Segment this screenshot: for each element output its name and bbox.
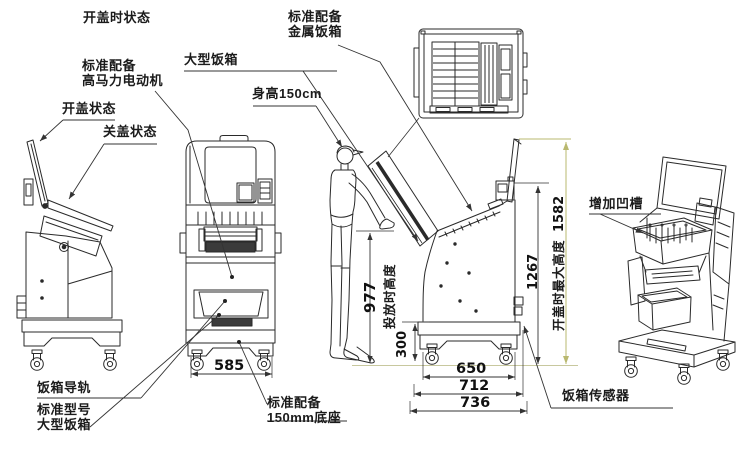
label-standard-model-box: 标准型号 大型饭箱 bbox=[37, 402, 91, 432]
dim-585: 585 bbox=[214, 358, 245, 374]
label-standard-base: 标准配备 150mm底座 bbox=[267, 395, 341, 425]
dim-1582: 1582 bbox=[552, 195, 567, 232]
label-standard-motor-line2: 高马力电动机 bbox=[82, 73, 164, 88]
leader-lines bbox=[39, 44, 644, 428]
label-large-rice-box: 大型饭箱 bbox=[184, 52, 239, 67]
label-standard-motor: 标准配备 高马力电动机 bbox=[82, 58, 163, 88]
dim-1582-label: 开盖时最大高度 bbox=[552, 239, 566, 331]
perspective-view bbox=[618, 156, 736, 385]
dim-1267: 1267 bbox=[526, 253, 541, 290]
label-added-groove: 增加凹槽 bbox=[589, 196, 644, 211]
top-view bbox=[413, 28, 528, 119]
dim-1582-group: 开盖时最大高度 1582 bbox=[548, 196, 568, 331]
dim-650: 650 bbox=[456, 361, 487, 377]
dim-736: 736 bbox=[460, 395, 491, 411]
label-lid-open: 开盖状态 bbox=[62, 101, 117, 116]
side-view-dimensioned bbox=[417, 138, 524, 365]
label-standard-model-line1: 标准型号 bbox=[37, 402, 92, 417]
dim-977-label: 投放时高度 bbox=[383, 263, 397, 329]
dim-712: 712 bbox=[459, 378, 490, 394]
label-standard-metal-box: 标准配备 金属饭箱 bbox=[288, 9, 342, 39]
label-standard-base-line1: 标准配备 bbox=[267, 395, 322, 410]
dimension-lines bbox=[190, 182, 549, 414]
label-standard-model-line2: 大型饭箱 bbox=[37, 417, 92, 432]
front-view bbox=[179, 135, 282, 371]
carried-rice-box-panel bbox=[367, 150, 439, 247]
view-title-lid-open-state: 开盖时状态 bbox=[83, 10, 151, 25]
label-rice-box-sensor: 饭箱传感器 bbox=[562, 388, 630, 403]
label-standard-base-line2: 150mm底座 bbox=[267, 410, 342, 425]
label-standard-metal-box-line1: 标准配备 bbox=[288, 9, 343, 24]
person-figure bbox=[329, 145, 395, 364]
label-standard-motor-line1: 标准配备 bbox=[82, 58, 137, 73]
dim-977: 977 bbox=[361, 281, 379, 313]
label-body-height: 身高150cm bbox=[252, 86, 322, 101]
label-standard-metal-box-line2: 金属饭箱 bbox=[288, 24, 343, 39]
side-view-lid-states bbox=[16, 139, 123, 371]
dim-300: 300 bbox=[395, 330, 410, 358]
label-lid-closed: 关盖状态 bbox=[103, 124, 158, 139]
label-rice-box-rail: 饭箱导轨 bbox=[37, 380, 92, 395]
max-height-dimension bbox=[519, 138, 571, 364]
